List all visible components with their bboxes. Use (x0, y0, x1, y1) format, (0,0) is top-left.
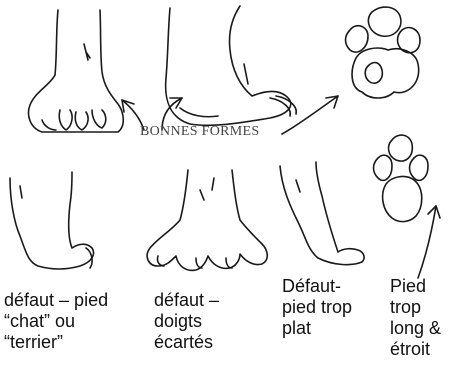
splayed-toes-front-view (147, 170, 267, 270)
caption-line: pied trop (282, 297, 352, 318)
good-foot-side-view (166, 6, 297, 125)
good-foot-front-view (29, 10, 124, 132)
caption-cat-foot: défaut – pied “chat” ou “terrier” (4, 290, 108, 353)
arrow-to-long-paw (418, 206, 440, 278)
caption-flat-foot: Défaut- pied trop plat (282, 276, 352, 339)
caption-line: Défaut- (282, 276, 352, 297)
flat-foot-side-view (280, 162, 364, 265)
long-narrow-paw-print (374, 135, 429, 222)
caption-line: Pied (390, 276, 441, 297)
caption-line: “chat” ou (4, 311, 108, 332)
caption-line: trop (390, 297, 441, 318)
caption-line: défaut – (154, 290, 219, 311)
good-paw-print (346, 7, 421, 98)
caption-line: écartés (154, 332, 219, 353)
good-shapes-banner: BONNES FORMES (140, 124, 259, 140)
caption-long-narrow: Pied trop long & étroit (390, 276, 441, 360)
caption-line: défaut – pied (4, 290, 108, 311)
caption-line: long & (390, 318, 441, 339)
caption-line: “terrier” (4, 332, 108, 353)
caption-splayed-toes: défaut – doigts écartés (154, 290, 219, 353)
caption-line: doigts (154, 311, 219, 332)
caption-line: plat (282, 318, 352, 339)
caption-line: étroit (390, 339, 441, 360)
cat-foot-side-view (10, 172, 94, 269)
